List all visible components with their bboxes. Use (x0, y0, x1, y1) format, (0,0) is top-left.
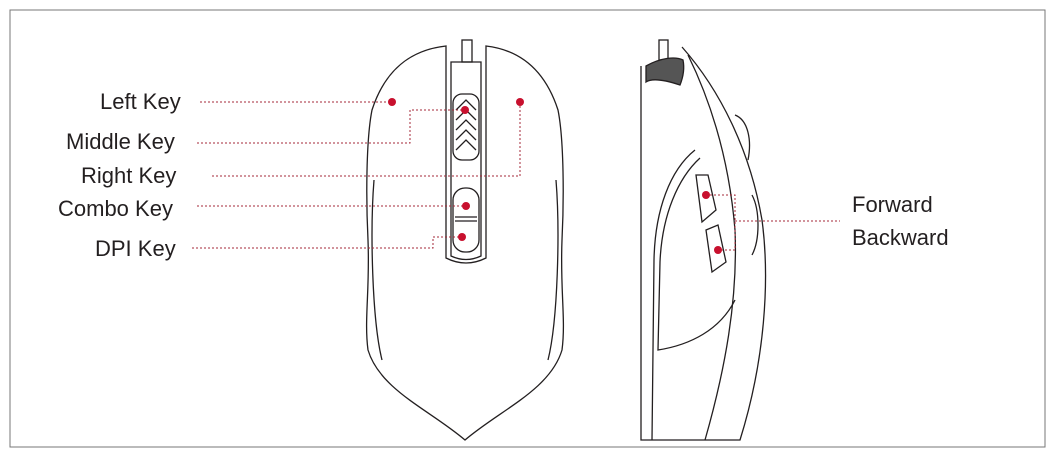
label-right-key: Right Key (81, 163, 177, 188)
label-left-key: Left Key (100, 89, 181, 114)
left-key-marker (388, 98, 396, 106)
frame (9, 9, 1046, 448)
mouse-side-view (640, 39, 767, 441)
label-combo-key: Combo Key (58, 196, 173, 221)
label-middle-key: Middle Key (66, 129, 175, 154)
leader-lines (192, 101, 840, 251)
label-backward: Backward (852, 225, 949, 250)
dpi-key-marker (458, 233, 466, 241)
middle-key-marker (461, 106, 469, 114)
backward-marker (714, 246, 722, 254)
forward-marker (702, 191, 710, 199)
label-dpi-key: DPI Key (95, 236, 176, 261)
mouse-top-view (365, 39, 565, 441)
markers (388, 98, 722, 254)
combo-key-marker (462, 202, 470, 210)
right-key-marker (516, 98, 524, 106)
label-forward: Forward (852, 192, 933, 217)
